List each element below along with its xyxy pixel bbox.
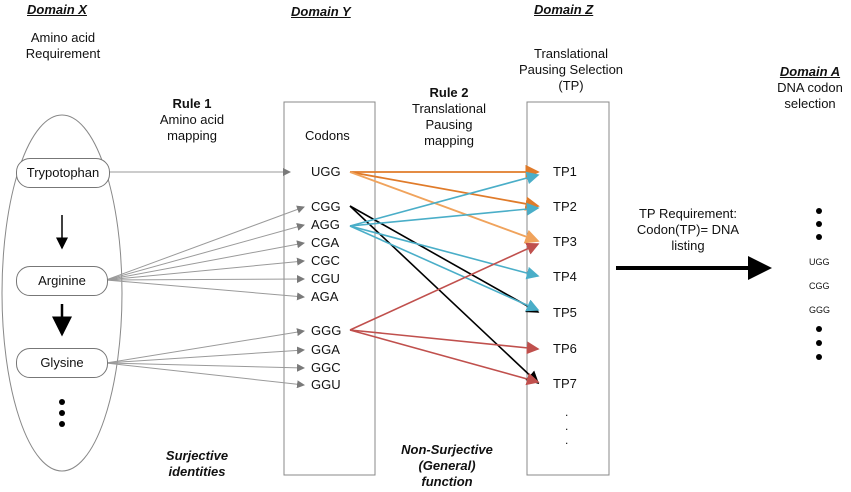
map-arg-cga — [105, 240, 305, 281]
codon-ggg: GGG — [311, 323, 342, 338]
rule1-title: Rule 1 — [172, 96, 212, 111]
amino-arginine: Arginine — [16, 266, 108, 296]
tp-agg-tp2 — [349, 202, 540, 227]
codon-gga: GGA — [311, 342, 340, 357]
codon-cgu: CGU — [311, 271, 340, 286]
tp-1: TP1 — [553, 164, 577, 179]
map-gly-ggu — [105, 362, 305, 389]
domain-z-subtitle: Translational Pausing Selection (TP) — [510, 46, 632, 94]
map-arg-aga — [105, 279, 305, 301]
rule2-line1: Translational — [412, 101, 486, 116]
map-arg-cgc — [105, 257, 305, 281]
tp-ggg-tp7 — [349, 329, 540, 386]
codons-header: Codons — [305, 128, 350, 143]
rule2-line3: mapping — [424, 133, 474, 148]
domain-z-subtitle-1: Translational — [534, 46, 608, 61]
rule1-label: Rule 1 Amino acid mapping — [144, 96, 240, 144]
map-arg-agg — [105, 223, 305, 281]
domain-x-subtitle: Amino acid Requirement — [10, 30, 116, 62]
map-gly-ggg — [105, 328, 305, 364]
tp-6: TP6 — [553, 341, 577, 356]
tp-agg-tp4 — [349, 225, 540, 280]
map-arg-cgg — [105, 205, 305, 281]
codons-box — [283, 101, 376, 476]
map-gly-gga — [105, 346, 305, 364]
tp-agg-tp5 — [349, 225, 540, 312]
codon-aga: AGA — [311, 289, 339, 304]
amino-more-dot-2 — [59, 410, 65, 416]
amino-more-dot-3 — [59, 421, 65, 427]
amino-more-dot-1 — [59, 399, 65, 405]
tp-ggg-tp6 — [349, 329, 540, 355]
tp-requirement: TP Requirement: Codon(TP)= DNA listing — [618, 206, 758, 254]
dna-ugg: UGG — [809, 257, 830, 267]
tp-requirement-line2: Codon(TP)= DNA — [636, 222, 740, 237]
tp-more-dots: ... — [565, 405, 569, 447]
map-gly-ggc — [105, 362, 305, 372]
tp-2: TP2 — [553, 199, 577, 214]
rule1-line1: Amino acid — [159, 112, 225, 127]
caption-non-surjective: Non-Surjective (General) function — [386, 442, 508, 490]
codon-cga: CGA — [311, 235, 340, 250]
domain-y-title: Domain Y — [291, 4, 351, 19]
tp-4: TP4 — [553, 269, 577, 284]
map-arg-cgu — [105, 275, 305, 284]
tp-3: TP3 — [553, 234, 577, 249]
domain-x-title: Domain X — [27, 2, 87, 17]
tp-ugg-tp3 — [349, 171, 540, 244]
dna-dot-bottom-1 — [816, 326, 822, 332]
amino-trypotophan: Trypotophan — [16, 158, 110, 188]
tp-box — [526, 101, 610, 476]
domain-z-subtitle-2: Pausing Selection — [518, 62, 624, 77]
caption-nonsurj-2: (General) — [418, 458, 476, 473]
domain-x-ellipse — [1, 114, 123, 472]
caption-nonsurj-3: function — [421, 474, 473, 489]
dna-cgg: CGG — [809, 281, 830, 291]
tp-requirement-line1: TP Requirement: — [638, 206, 738, 221]
tp-7: TP7 — [553, 376, 577, 391]
tp-agg-tp1 — [349, 171, 540, 227]
rule2-title: Rule 2 — [429, 85, 469, 100]
caption-surjective-2: identities — [168, 464, 226, 479]
domain-z-subtitle-3: (TP) — [558, 78, 584, 93]
dna-dot-top-3 — [816, 234, 822, 240]
amino-glysine: Glysine — [16, 348, 108, 378]
tp-ggg-tp3 — [349, 242, 540, 331]
rule2-label: Rule 2 Translational Pausing mapping — [394, 85, 504, 149]
dna-dot-bottom-3 — [816, 354, 822, 360]
dna-ggg: GGG — [809, 305, 831, 315]
codon-ggu: GGU — [311, 377, 341, 392]
dna-dot-top-1 — [816, 208, 822, 214]
tp-cgg-tp5 — [349, 205, 540, 313]
domain-a-block: Domain A DNA codon selection — [770, 64, 850, 112]
dna-dot-top-2 — [816, 221, 822, 227]
tp-5: TP5 — [553, 305, 577, 320]
domain-x-subtitle-2: Requirement — [25, 46, 101, 61]
codon-cgg: CGG — [311, 199, 341, 214]
domain-a-subtitle-1: DNA codon — [777, 80, 843, 95]
codon-agg: AGG — [311, 217, 340, 232]
caption-nonsurj-1: Non-Surjective — [401, 442, 493, 457]
codon-ugg: UGG — [311, 164, 341, 179]
rule1-line2: mapping — [167, 128, 217, 143]
dna-dot-bottom-2 — [816, 340, 822, 346]
codon-cgc: CGC — [311, 253, 340, 268]
codon-ggc: GGC — [311, 360, 341, 375]
caption-surjective-1: Surjective — [165, 448, 229, 463]
domain-x-subtitle-1: Amino acid — [30, 30, 96, 45]
tp-requirement-line3: listing — [671, 238, 705, 253]
domain-a-subtitle-2: selection — [784, 96, 836, 111]
rule2-line2: Pausing — [425, 117, 473, 132]
domain-a-title: Domain A — [779, 64, 841, 79]
tp-cgg-tp7 — [349, 205, 540, 385]
caption-surjective: Surjective identities — [142, 448, 252, 480]
tp-ugg-tp2 — [349, 171, 540, 211]
domain-z-title: Domain Z — [534, 2, 594, 17]
